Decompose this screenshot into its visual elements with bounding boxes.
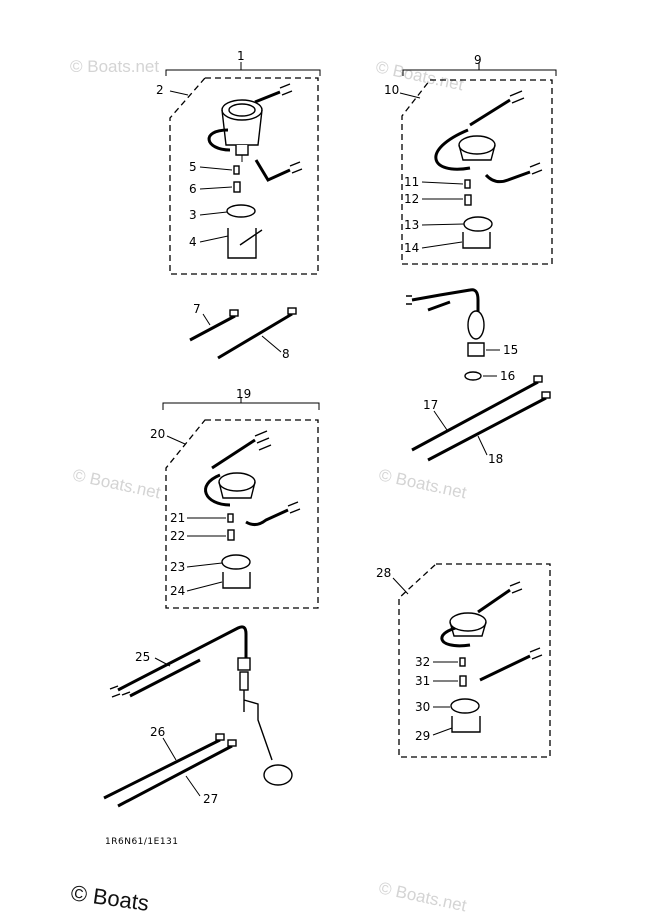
callout-18: 18 [488,452,503,466]
speedometer-gauge [434,90,543,184]
ring [221,554,251,570]
ring [450,698,480,714]
float [263,764,293,786]
sender-15-16: 15 16 [406,288,518,383]
gauge [440,581,543,682]
callout-25: 25 [135,650,150,664]
watermark: © Boats.net [377,465,468,502]
kit-outline [165,419,319,609]
watermark-bottom: © Boats [69,880,150,913]
cables-17-18: 17 18 [411,375,551,466]
bulb [459,657,466,667]
ring [226,204,256,218]
bracket-part [462,232,491,249]
kit-outline [398,563,551,758]
bracket-part [451,716,481,733]
bracket-part [227,228,263,259]
callout-27: 27 [203,792,218,806]
group-28: 28 32 31 30 29 [376,563,551,758]
callout-11: 11 [404,175,419,189]
callout-4: 4 [189,235,197,249]
callout-5: 5 [189,160,197,174]
socket [227,529,235,541]
callout-26: 26 [150,725,165,739]
callout-8: 8 [282,347,290,361]
callout-24: 24 [170,584,185,598]
callout-23: 23 [170,560,185,574]
cables-7-8: 7 8 [189,302,297,361]
harness-25: 25 [109,625,293,786]
bracket [165,69,321,76]
callout-15: 15 [503,343,518,357]
callout-9: 9 [474,53,482,67]
bulb [464,179,471,189]
group-9: 9 10 11 12 13 14 [384,53,557,265]
callout-30: 30 [415,700,430,714]
callout-13: 13 [404,218,419,232]
reference-code: 1R6N61/1E131 [105,837,179,847]
bulb [227,513,234,523]
callout-20: 20 [150,427,165,441]
callout-31: 31 [415,674,430,688]
callout-12: 12 [404,192,419,206]
callout-32: 32 [415,655,430,669]
watermark: © Boats.net [71,465,162,502]
callout-1: 1 [237,49,245,63]
socket [464,194,472,206]
callout-7: 7 [193,302,201,316]
washer [464,371,482,381]
callout-17: 17 [423,398,438,412]
watermark: © Boats.net [70,57,159,76]
ring [463,216,493,232]
tachometer-gauge [207,83,303,182]
bracket [162,402,320,410]
callout-22: 22 [170,529,185,543]
callout-29: 29 [415,729,430,743]
cables-26-27: 26 27 [103,725,237,808]
callout-21: 21 [170,511,185,525]
watermark: © Boats.net [377,878,468,913]
bulb [233,165,240,175]
callout-10: 10 [384,83,399,97]
callout-2: 2 [156,83,164,97]
group-1: 1 2 5 6 3 4 [156,49,321,275]
callout-6: 6 [189,182,197,196]
callout-3: 3 [189,208,197,222]
bracket-part [222,572,251,589]
socket [233,181,241,193]
trim-gauge [204,430,301,527]
callout-28: 28 [376,566,391,580]
callout-14: 14 [404,241,419,255]
socket [459,675,467,687]
kit-outline [401,79,553,265]
callout-16: 16 [500,369,515,383]
kit-outline [169,77,319,275]
group-19: 19 20 21 22 23 24 [150,387,320,609]
callout-19: 19 [236,387,251,401]
